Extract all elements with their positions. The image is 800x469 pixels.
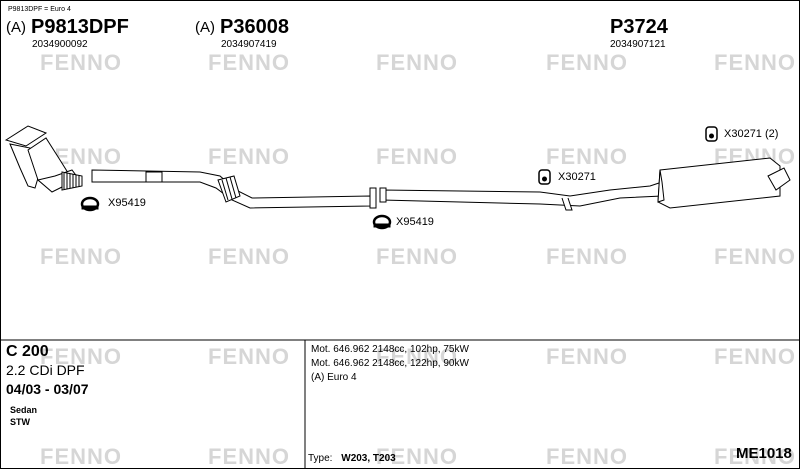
spec-line-2: Mot. 646.962 2148cc, 122hp, 90kW — [311, 358, 469, 369]
dpf-front-section[interactable] — [4, 125, 83, 193]
watermark-text: FENNO — [40, 444, 122, 469]
rear-pipe-sleeve — [379, 187, 387, 203]
hanger-1-icon — [538, 169, 551, 185]
watermark-layer: FENNO FENNO FENNO FENNO FENNO FENNO FENNO FENNO… — [40, 50, 796, 469]
diagram-code: ME1018 — [736, 445, 792, 462]
part-2-oem: 2034907419 — [221, 39, 277, 50]
watermark-text: FENNO — [546, 444, 628, 469]
spec-line-3: (A) Euro 4 — [311, 372, 357, 383]
type-line: Type: W203, T203 — [308, 454, 396, 464]
clamp-1-label[interactable]: X95419 — [108, 197, 146, 209]
watermark-text: FENNO — [376, 444, 458, 469]
rear-silencer-body — [657, 157, 781, 209]
watermark-text: FENNO — [40, 244, 122, 269]
body-type-sedan: Sedan — [10, 405, 38, 415]
watermark-text: FENNO — [714, 50, 796, 75]
euro-note: P9813DPF = Euro 4 — [8, 6, 71, 13]
watermark-text: FENNO — [546, 50, 628, 75]
part-2-prefix: (A) — [195, 19, 215, 36]
watermark-text: FENNO — [208, 244, 290, 269]
hanger-2-label[interactable]: X30271 (2) — [724, 128, 779, 140]
hanger-1-label[interactable]: X30271 — [558, 171, 596, 183]
vehicle-years: 04/03 - 03/07 — [6, 381, 89, 397]
watermark-text: FENNO — [376, 344, 458, 369]
part-1-oem: 2034900092 — [32, 39, 88, 50]
rear-pipe — [381, 181, 663, 207]
part-1-prefix: (A) — [6, 19, 26, 36]
watermark-text: FENNO — [546, 244, 628, 269]
watermark-text: FENNO — [714, 244, 796, 269]
part-2-number[interactable]: P36008 — [220, 16, 289, 38]
middle-pipe-section[interactable] — [91, 169, 377, 209]
pipe-end-sleeve — [369, 187, 377, 209]
spec-line-1: Mot. 646.962 2148cc, 102hp, 75kW — [311, 344, 469, 355]
clamp-2-icon — [372, 214, 392, 230]
watermark-text: FENNO — [208, 444, 290, 469]
part-3-oem: 2034907121 — [610, 39, 666, 50]
part-1-number[interactable]: P9813DPF — [31, 16, 129, 38]
manifold-flange — [4, 125, 48, 147]
watermark-text: FENNO — [376, 144, 458, 169]
part-3-number[interactable]: P3724 — [610, 16, 668, 38]
body-type-stw: STW — [10, 417, 30, 427]
clamp-1-icon — [80, 196, 100, 212]
hanger-2-icon — [705, 126, 718, 142]
watermark-text: FENNO — [208, 50, 290, 75]
clamp-2-label[interactable]: X95419 — [396, 216, 434, 228]
rear-hanger-hook — [561, 197, 573, 211]
vehicle-engine: 2.2 CDi DPF — [6, 362, 85, 378]
watermark-text: FENNO — [546, 144, 628, 169]
pipe-bracket — [145, 171, 163, 183]
watermark-text: FENNO — [546, 344, 628, 369]
type-label: Type: — [308, 453, 333, 464]
vehicle-model: C 200 — [6, 343, 49, 360]
type-value: W203, T203 — [341, 453, 396, 464]
watermark-text: FENNO — [208, 344, 290, 369]
watermark-text: FENNO — [376, 50, 458, 75]
watermark-text: FENNO — [208, 144, 290, 169]
watermark-text: FENNO — [376, 244, 458, 269]
rear-silencer-section[interactable] — [379, 157, 791, 211]
tailpipe — [767, 167, 791, 191]
watermark-text: FENNO — [40, 50, 122, 75]
watermark-text: FENNO — [714, 344, 796, 369]
watermark-text: FENNO — [714, 444, 796, 469]
watermark-text: FENNO — [40, 344, 122, 369]
